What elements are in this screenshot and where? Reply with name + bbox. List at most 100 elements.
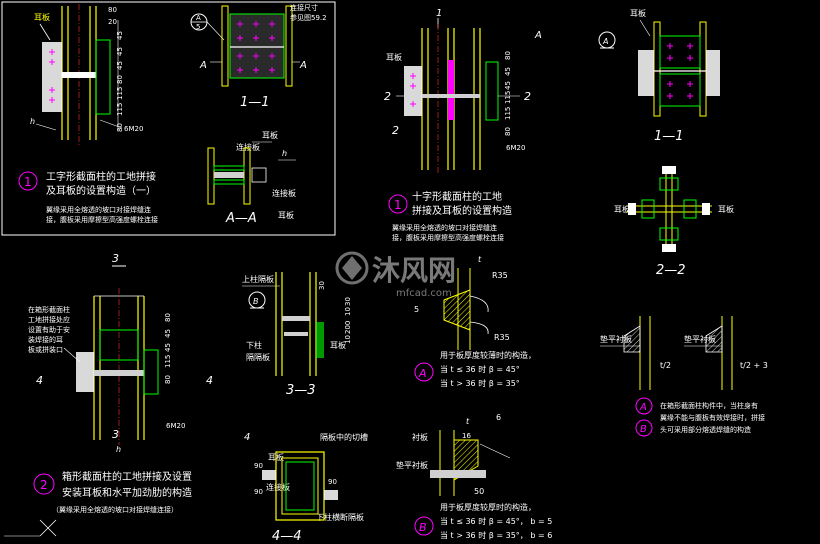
svg-text:B: B xyxy=(253,297,259,306)
section-1-1-right: 耳板 A 1—1 xyxy=(598,8,720,144)
svg-text:t: t xyxy=(466,417,470,426)
svg-text:3: 3 xyxy=(112,428,119,441)
svg-text:30: 30 xyxy=(344,297,352,306)
detail-2-note: （翼缘采用全熔透的坡口对接焊缝连接） xyxy=(52,505,178,514)
section-1-1-left: A 5 连接尺寸 参见图59.2 A A 1—1 xyxy=(190,3,327,110)
detail-1-title-line2: 及耳板的设置构造（一） xyxy=(46,184,156,197)
svg-text:在箱形截面柱构件中，当柱身有: 在箱形截面柱构件中，当柱身有 xyxy=(660,401,758,410)
svg-text:用于板厚度较厚时的构造，: 用于板厚度较厚时的构造， xyxy=(440,502,536,512)
svg-text:装焊接的耳: 装焊接的耳 xyxy=(28,335,63,344)
detail-1-i-section-splice: 耳板 80 20 45 45 45 80 115 115 80 6M20 h 1… xyxy=(18,4,158,224)
svg-text:1: 1 xyxy=(24,175,32,189)
svg-text:连接尺寸: 连接尺寸 xyxy=(290,3,318,12)
svg-text:A: A xyxy=(534,30,542,41)
svg-text:45: 45 xyxy=(116,31,124,40)
svg-text:垫平衬板: 垫平衬板 xyxy=(600,334,632,344)
svg-text:工地拼接处应: 工地拼接处应 xyxy=(28,315,70,324)
svg-text:当 t > 36 时 β = 35°: 当 t > 36 时 β = 35° xyxy=(440,378,520,388)
bolt-spec: 6M20 xyxy=(124,125,143,133)
svg-text:下柱: 下柱 xyxy=(246,340,262,350)
svg-text:参见图59.2: 参见图59.2 xyxy=(290,13,327,22)
section-a-a: 连接板 耳板 h 连接板 耳板 A—A xyxy=(207,130,296,226)
svg-text:2: 2 xyxy=(392,124,399,137)
svg-text:衬板: 衬板 xyxy=(412,432,428,442)
svg-text:耳板: 耳板 xyxy=(718,204,734,214)
svg-text:30: 30 xyxy=(318,281,326,290)
svg-text:115: 115 xyxy=(116,103,124,116)
detail-a-thin-plate: t R35 R35 5 A 用于板厚度较薄时的构造， 当 t ≤ 36 时 β … xyxy=(414,255,536,388)
svg-text:115: 115 xyxy=(504,91,512,104)
ear-plate-cross xyxy=(404,66,422,116)
svg-text:45: 45 xyxy=(504,67,512,76)
svg-text:80: 80 xyxy=(504,127,512,136)
svg-text:t/2 + 3: t/2 + 3 xyxy=(740,361,768,370)
svg-text:10: 10 xyxy=(344,335,352,344)
svg-text:45: 45 xyxy=(116,61,124,70)
section-a-a-label: A—A xyxy=(225,211,257,226)
svg-text:50: 50 xyxy=(474,487,484,496)
section-4-4-label: 4—4 xyxy=(272,529,302,544)
section-4-4: 4 耳板 连接板 隔板中的切槽 下柱横断隔板 90 90 90 4—4 xyxy=(244,432,368,544)
upper-left-frame xyxy=(1,1,336,236)
svg-text:90: 90 xyxy=(254,462,263,470)
svg-text:R35: R35 xyxy=(492,271,508,280)
svg-text:6M20: 6M20 xyxy=(166,422,185,430)
svg-text:拼接及耳板的设置构造: 拼接及耳板的设置构造 xyxy=(412,204,512,217)
svg-text:45: 45 xyxy=(504,81,512,90)
detail-b-thick-plate: t 衬板 垫平衬板 16 6 50 B 用于板厚度较厚时的构造， 当 t ≤ 3… xyxy=(396,413,552,540)
svg-text:80: 80 xyxy=(164,375,172,384)
svg-text:翼缘采用全熔透的坡口对接焊缝连: 翼缘采用全熔透的坡口对接焊缝连 xyxy=(392,223,497,232)
svg-text:耳板: 耳板 xyxy=(330,340,346,350)
watermark-logo: 沐风网 mfcad.com xyxy=(335,251,456,299)
svg-text:5: 5 xyxy=(196,23,200,31)
detail-1-number-circle xyxy=(18,171,38,191)
svg-text:用于板厚度较薄时的构造，: 用于板厚度较薄时的构造， xyxy=(440,350,536,360)
svg-text:耳板: 耳板 xyxy=(262,130,278,140)
svg-text:115: 115 xyxy=(116,87,124,100)
svg-text:隔板中的切槽: 隔板中的切槽 xyxy=(320,432,368,442)
svg-text:2: 2 xyxy=(524,90,531,103)
svg-text:B: B xyxy=(419,521,427,534)
svg-text:80: 80 xyxy=(116,75,124,84)
svg-text:翼缘不能与腹板有效焊接时，拼接: 翼缘不能与腹板有效焊接时，拼接 xyxy=(660,413,765,422)
svg-text:耳板: 耳板 xyxy=(614,204,630,214)
svg-text:90: 90 xyxy=(254,488,263,496)
svg-text:隔隔板: 隔隔板 xyxy=(246,352,270,362)
svg-text:A: A xyxy=(299,60,307,71)
svg-text:1: 1 xyxy=(394,198,402,212)
svg-text:当 t ≤ 36 时 β = 45°， b = 5: 当 t ≤ 36 时 β = 45°， b = 5 xyxy=(440,516,552,526)
detail-2-number-circle xyxy=(33,473,55,495)
svg-text:16: 16 xyxy=(462,432,471,440)
svg-text:当 t > 36 时 β = 35°， b = 6: 当 t > 36 时 β = 35°， b = 6 xyxy=(440,530,552,540)
svg-text:连接板: 连接板 xyxy=(272,188,296,198)
svg-text:1: 1 xyxy=(436,8,442,19)
watermark-brand: 沐风网 xyxy=(372,254,456,287)
svg-text:45: 45 xyxy=(164,343,172,352)
svg-text:115: 115 xyxy=(504,107,512,120)
svg-text:连接板: 连接板 xyxy=(236,142,260,152)
svg-text:R35: R35 xyxy=(494,333,510,342)
svg-text:h: h xyxy=(30,117,35,126)
svg-text:头可采用部分熔透焊缝的构造: 头可采用部分熔透焊缝的构造 xyxy=(660,425,751,434)
web-plate xyxy=(229,13,285,79)
svg-text:十字形截面柱的工地: 十字形截面柱的工地 xyxy=(412,190,502,203)
svg-text:2: 2 xyxy=(384,90,391,103)
detail-2-title-line2: 安装耳板和水平加劲肋的构造 xyxy=(62,486,192,499)
svg-text:连接板: 连接板 xyxy=(266,482,290,492)
section-1-1-right-label: 1—1 xyxy=(654,129,684,144)
svg-text:10: 10 xyxy=(344,307,352,316)
svg-text:A: A xyxy=(418,367,427,380)
detail-2-box-section-splice: 3 3 4 4 80 45 45 115 80 6M20 h 在箱形截面柱 工地… xyxy=(4,252,213,537)
svg-text:90: 90 xyxy=(328,478,337,486)
svg-text:板或拼装口: 板或拼装口 xyxy=(28,345,63,354)
svg-text:下柱横断隔板: 下柱横断隔板 xyxy=(316,512,364,522)
ear-plate-left xyxy=(42,42,62,112)
svg-text:4: 4 xyxy=(244,432,250,443)
svg-text:设置有助于安: 设置有助于安 xyxy=(28,325,70,334)
svg-text:接，腹板采用摩擦型高强度螺栓连接: 接，腹板采用摩擦型高强度螺栓连接 xyxy=(392,233,504,242)
svg-text:A: A xyxy=(196,14,201,22)
svg-text:200: 200 xyxy=(344,321,352,334)
svg-text:45: 45 xyxy=(164,329,172,338)
svg-text:6: 6 xyxy=(496,413,501,422)
